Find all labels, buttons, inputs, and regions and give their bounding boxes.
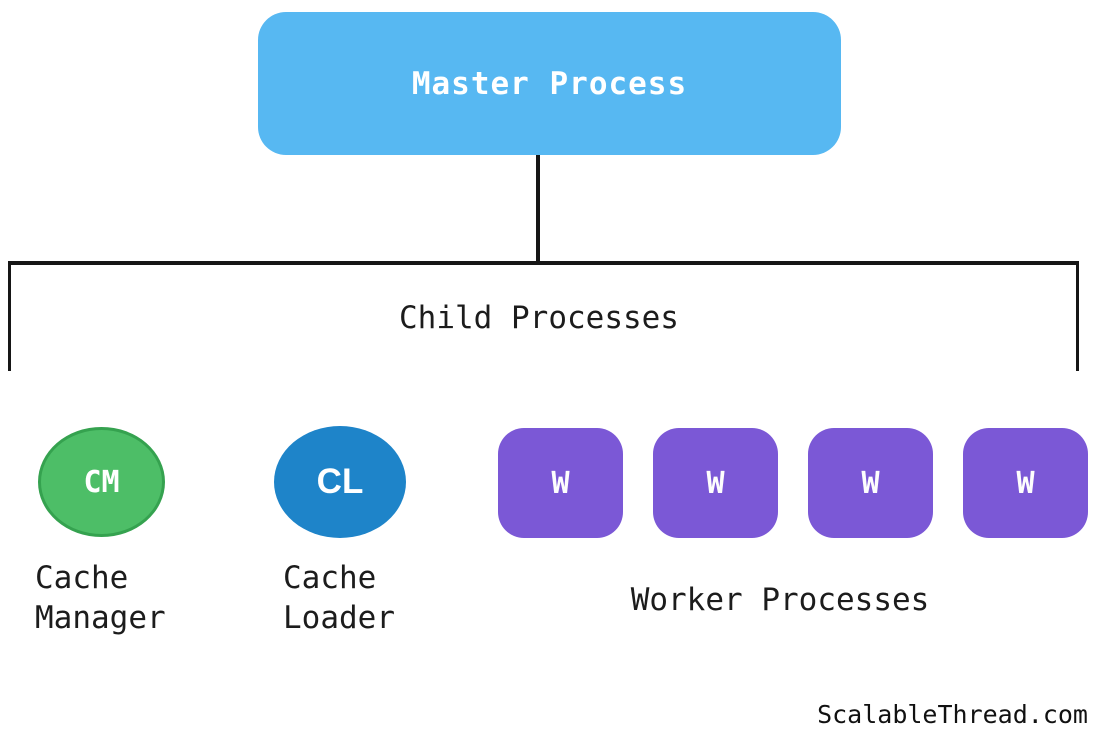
child-processes-label: Child Processes — [399, 300, 679, 336]
cache-loader-abbrev: CL — [316, 462, 364, 501]
worker-processes-caption: Worker Processes — [630, 582, 930, 618]
worker-node-3-abbrev: W — [861, 465, 880, 501]
worker-node-2: W — [653, 428, 778, 538]
worker-node-3: W — [808, 428, 933, 538]
worker-node-1: W — [498, 428, 623, 538]
worker-node-4: W — [963, 428, 1088, 538]
master-to-children-connector — [536, 155, 540, 263]
worker-node-1-abbrev: W — [551, 465, 570, 501]
children-bracket — [8, 261, 1079, 371]
cache-manager-caption: Cache Manager — [35, 560, 166, 636]
worker-node-2-abbrev: W — [706, 465, 725, 501]
master-process-label: Master Process — [411, 65, 688, 102]
master-process-node: Master Process — [258, 12, 841, 155]
cache-manager-abbrev: CM — [83, 464, 120, 500]
worker-node-4-abbrev: W — [1016, 465, 1035, 501]
cache-loader-caption: Cache Loader — [283, 560, 395, 636]
cache-manager-node: CM — [38, 427, 165, 537]
cache-loader-node: CL — [274, 426, 406, 538]
watermark-text: ScalableThread.com — [817, 700, 1088, 729]
